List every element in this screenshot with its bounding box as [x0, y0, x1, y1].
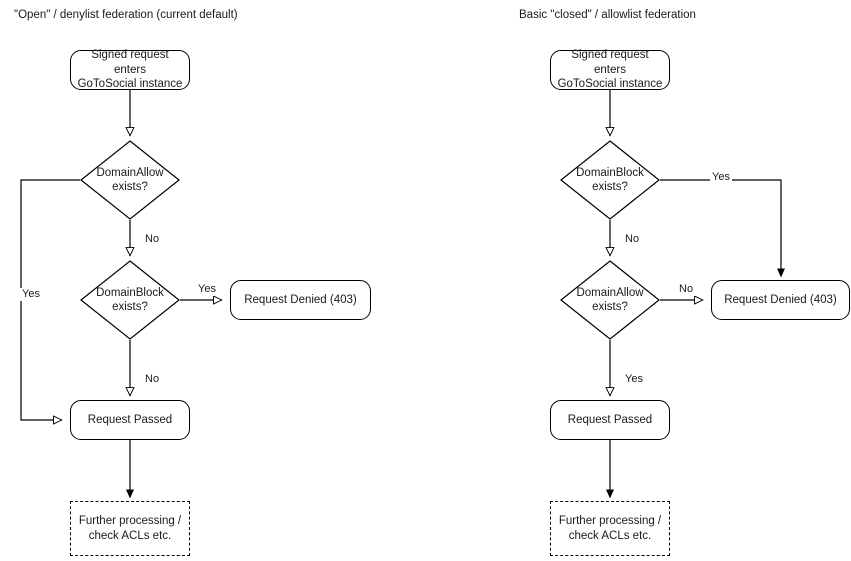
node-request-denied-right[interactable]: Request Denied (403) [711, 280, 850, 320]
edge-label-left-allow-no: No [143, 233, 162, 246]
edge-label-right-block-no: No [623, 233, 642, 246]
panel-title-closed-allowlist: Basic "closed" / allowlist federation [519, 9, 696, 21]
panel-title-open-denylist: "Open" / denylist federation (current de… [14, 9, 238, 21]
node-further-processing-right[interactable]: Further processing / check ACLs etc. [550, 501, 670, 556]
edge-label-left-block-no: No [143, 373, 162, 386]
edge-label-right-allow-yes: Yes [623, 373, 645, 386]
node-label: Signed request enters GoToSocial instanc… [77, 49, 183, 91]
decision-label: DomainBlock exists? [576, 166, 644, 194]
diamond-shape-icon [80, 260, 180, 340]
decision-label: DomainBlock exists? [96, 286, 164, 314]
node-signed-request-entry-right[interactable]: Signed request enters GoToSocial instanc… [550, 49, 670, 91]
decision-domain-block-right[interactable]: DomainBlock exists? [560, 140, 660, 220]
diamond-shape-icon [560, 260, 660, 340]
decision-domain-allow-right[interactable]: DomainAllow exists? [560, 260, 660, 340]
node-request-passed-right[interactable]: Request Passed [550, 400, 670, 440]
node-label: Request Passed [87, 413, 173, 426]
node-request-denied-left[interactable]: Request Denied (403) [230, 280, 371, 320]
node-label: Further processing / check ACLs etc. [78, 515, 182, 542]
decision-label: DomainAllow exists? [96, 166, 164, 194]
diamond-shape-icon [80, 140, 180, 220]
edge-label-right-allow-no: No [677, 283, 696, 296]
node-label: Request Denied (403) [244, 293, 357, 306]
node-label: Request Denied (403) [724, 293, 837, 306]
edge-label-right-block-yes: Yes [710, 171, 732, 184]
edge-right-block-yes-to-denied [660, 179, 781, 276]
node-label: Further processing / check ACLs etc. [558, 515, 662, 542]
diamond-shape-icon [560, 140, 660, 220]
edge-label-left-block-yes: Yes [196, 283, 218, 296]
node-request-passed-left[interactable]: Request Passed [70, 400, 190, 440]
edge-label-left-allow-yes: Yes [20, 288, 42, 301]
decision-domain-allow-left[interactable]: DomainAllow exists? [80, 140, 180, 220]
node-label: Request Passed [567, 413, 653, 426]
node-label: Signed request enters GoToSocial instanc… [557, 49, 663, 91]
node-further-processing-left[interactable]: Further processing / check ACLs etc. [70, 501, 190, 556]
decision-label: DomainAllow exists? [576, 286, 644, 314]
decision-domain-block-left[interactable]: DomainBlock exists? [80, 260, 180, 340]
node-signed-request-entry-left[interactable]: Signed request enters GoToSocial instanc… [70, 49, 190, 91]
